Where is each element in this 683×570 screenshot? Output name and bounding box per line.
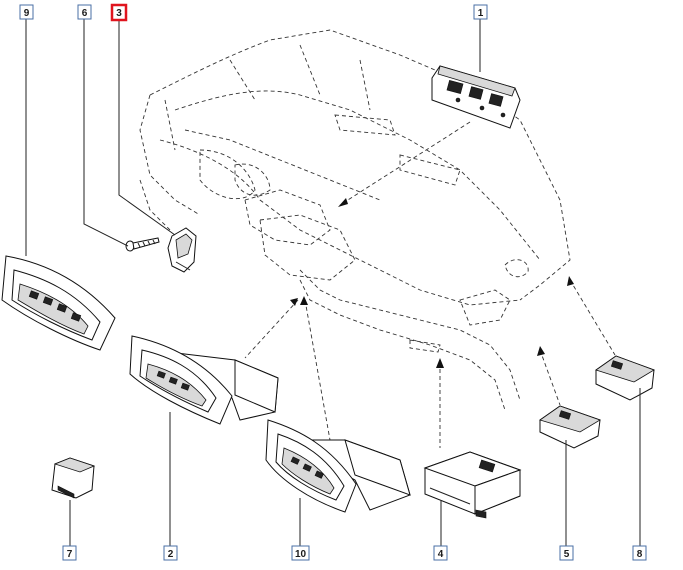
callout-10[interactable]: 10 [291, 545, 310, 561]
part-4-module [423, 451, 522, 519]
part-3-clip [167, 227, 197, 273]
callout-1[interactable]: 1 [473, 4, 488, 20]
part-7-switch [51, 457, 96, 499]
callout-9-label: 9 [24, 8, 30, 19]
part-5-module [539, 405, 601, 449]
callout-4-label: 4 [438, 549, 444, 560]
leader-lines [25, 19, 641, 546]
part-1-climate-panel [431, 65, 521, 129]
callout-2[interactable]: 2 [163, 545, 178, 561]
part-9-fascia [1, 255, 116, 351]
callout-6-label: 6 [82, 8, 88, 19]
callout-3-label: 3 [116, 8, 122, 19]
callout-5[interactable]: 5 [559, 545, 574, 561]
assembly-arrows [244, 121, 616, 448]
callout-5-label: 5 [564, 549, 570, 560]
callout-7-label: 7 [67, 549, 73, 560]
part-8-module [595, 355, 655, 401]
part-6-screw [125, 237, 160, 252]
callout-9[interactable]: 9 [19, 4, 34, 20]
part-2-radio-unit [129, 335, 279, 425]
dashboard-outline [139, 29, 571, 411]
callout-8-label: 8 [637, 549, 643, 560]
callout-1-label: 1 [478, 8, 484, 19]
callout-4[interactable]: 4 [433, 545, 448, 561]
part-10-nav-unit [265, 419, 411, 513]
callout-2-label: 2 [168, 549, 174, 560]
callout-10-label: 10 [295, 549, 307, 560]
callout-6[interactable]: 6 [77, 4, 92, 20]
callout-8[interactable]: 8 [632, 545, 647, 561]
callout-7[interactable]: 7 [62, 545, 77, 561]
callout-3[interactable]: 3 [110, 3, 128, 22]
